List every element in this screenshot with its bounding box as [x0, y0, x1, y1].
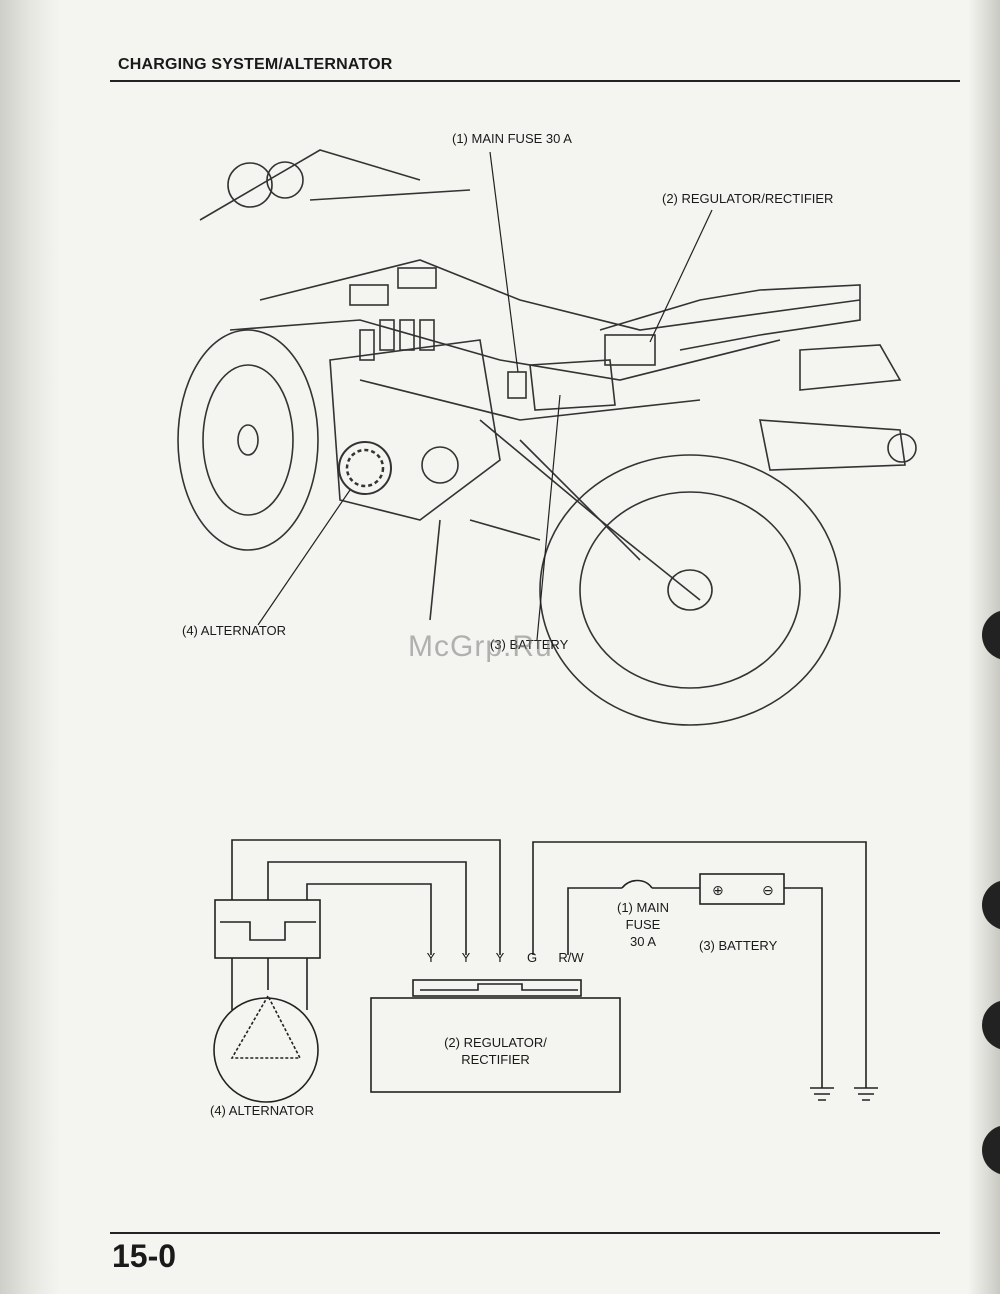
fuse-symbol	[621, 879, 653, 889]
wire-label-rw: R/W	[558, 950, 584, 965]
index-tab	[982, 1000, 1000, 1050]
regulator-label-line: RECTIFIER	[461, 1052, 530, 1067]
svg-text:⊖: ⊖	[762, 883, 774, 899]
alternator-symbol	[213, 997, 319, 1103]
front-wheel	[177, 329, 319, 551]
regulator-callout: (2) REGULATOR/RECTIFIER	[662, 191, 834, 206]
battery-callout: (3) BATTERY	[490, 637, 569, 652]
alternator-callout: (4) ALTERNATOR	[182, 623, 287, 638]
regulator-label: (2) REGULATOR/ RECTIFIER	[371, 1034, 620, 1068]
page-edge	[968, 0, 1000, 1294]
wire-label-y3: Y	[495, 950, 505, 965]
fuse-label-line: FUSE	[625, 917, 661, 932]
alternator-label: (4) ALTERNATOR	[210, 1103, 315, 1118]
section-title: CHARGING SYSTEM/ALTERNATOR	[118, 56, 393, 73]
page-gutter-shadow	[0, 0, 60, 1294]
wire-label-y2: Y	[461, 950, 471, 965]
rear-wheel	[539, 454, 841, 726]
svg-text:⊕: ⊕	[712, 883, 724, 899]
wire-label-y1: Y	[426, 950, 436, 965]
index-tab	[982, 1125, 1000, 1175]
alternator-connector	[214, 899, 321, 959]
wire-label-g: G	[526, 950, 538, 965]
index-tab	[982, 880, 1000, 930]
battery-symbol	[699, 873, 785, 905]
regulator-label-line: (2) REGULATOR/	[444, 1035, 547, 1050]
main-fuse-callout: (1) MAIN FUSE 30 A	[452, 131, 572, 146]
header-divider	[110, 80, 960, 82]
battery-label: (3) BATTERY	[699, 938, 778, 953]
index-tab	[982, 610, 1000, 660]
fuse-label-line: 30 A	[629, 934, 657, 949]
fuse-label: (1) MAIN FUSE 30 A	[600, 899, 686, 950]
footer-divider	[110, 1232, 940, 1234]
page-number: 15-0	[112, 1238, 177, 1274]
fuse-label-line: (1) MAIN	[617, 900, 669, 915]
regulator-rectifier-box	[370, 997, 621, 1093]
watermark: McGrp.Ru	[408, 630, 553, 663]
